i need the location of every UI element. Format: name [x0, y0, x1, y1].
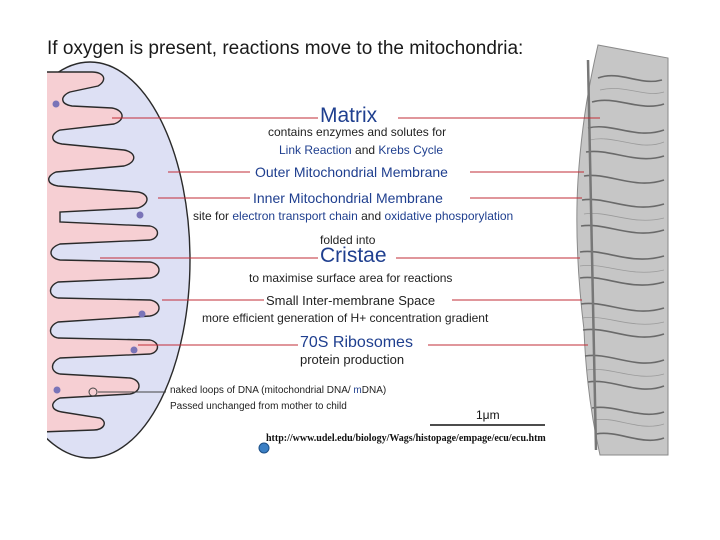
cristae-description: to maximise surface area for reactions	[249, 271, 453, 285]
ribosome-dot	[136, 211, 144, 219]
dna-loop	[88, 387, 98, 397]
page-title: If oxygen is present, reactions move to …	[47, 38, 524, 59]
and-text: and	[357, 209, 385, 223]
inner-membrane-description: site for electron transport chain and ox…	[193, 209, 513, 223]
etc-text: electron transport chain	[232, 209, 358, 223]
intermembrane-space-label: Small Inter-membrane Space	[266, 293, 436, 308]
ribosome-dot	[138, 310, 146, 318]
matrix-label: Matrix	[320, 104, 378, 127]
krebs-cycle-text: Krebs Cycle	[378, 143, 444, 157]
intermembrane-space-description: more efficient generation of H+ concentr…	[202, 311, 489, 325]
matrix-reactions: Link Reaction and Krebs Cycle	[279, 143, 443, 157]
site-for-text: site for	[193, 209, 233, 223]
cristae-label: Cristae	[320, 244, 387, 267]
and-text: and	[351, 143, 379, 157]
ribosome-dot	[130, 346, 138, 354]
dna-description: Passed unchanged from mother to child	[170, 401, 347, 412]
dna-text: naked loops of DNA (mitochondrial DNA/	[170, 385, 354, 396]
dna-m-text: m	[353, 385, 362, 396]
mitochondrion-schematic	[47, 61, 191, 459]
globe-icon	[258, 442, 270, 454]
ribosomes-label: 70S Ribosomes	[300, 334, 413, 351]
dna-label: naked loops of DNA (mitochondrial DNA/ m…	[170, 385, 386, 396]
ribosomes-description: protein production	[300, 352, 405, 367]
oxidative-phosphorylation-text: oxidative phosporylation	[384, 209, 514, 223]
ribosome-dot	[53, 386, 61, 394]
electron-micrograph	[576, 44, 669, 456]
ribosome-dot	[52, 100, 60, 108]
dna-text-end: DNA)	[361, 385, 387, 396]
leader-lines	[100, 117, 600, 346]
source-url: http://www.udel.edu/biology/Wags/histopa…	[266, 433, 546, 444]
matrix-description: contains enzymes and solutes for	[268, 125, 447, 139]
outer-membrane-label: Outer Mitochondrial Membrane	[255, 164, 448, 180]
scale-bar-label: 1μm	[476, 408, 500, 422]
folded-into-text: folded into	[320, 233, 376, 247]
inner-membrane-label: Inner Mitochondrial Membrane	[253, 190, 443, 206]
link-reaction-text: Link Reaction	[279, 143, 352, 157]
